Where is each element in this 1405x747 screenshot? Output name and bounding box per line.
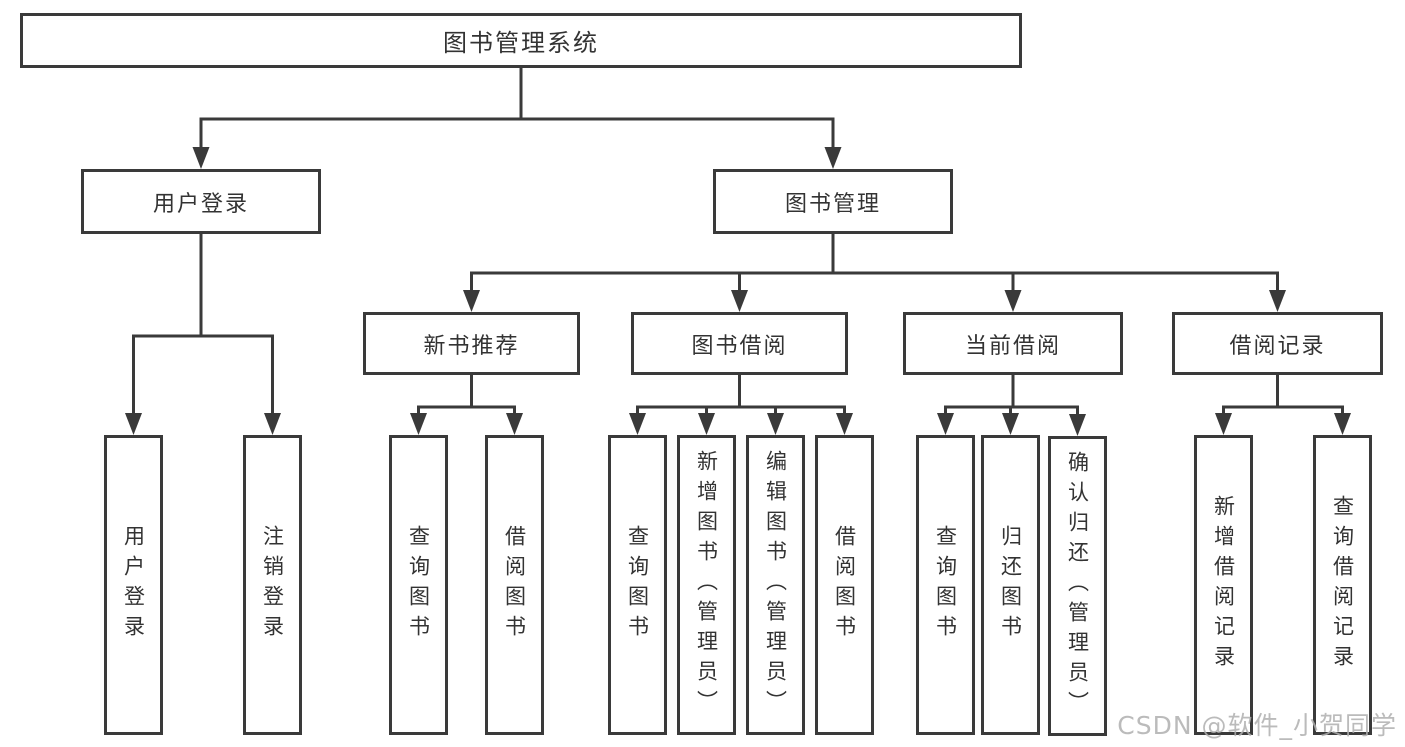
node-label: 归还图书 (998, 525, 1023, 645)
node-book-borrowing: 图书借阅 (631, 312, 848, 375)
connector-line-user-login-module-user-login (132, 234, 203, 415)
arrowhead-icon (767, 413, 784, 435)
connector-line-borrowing-records-add-borrow-record (1222, 375, 1279, 415)
node-label: 图书借阅 (691, 333, 788, 359)
connector-line-book-management-borrowing-records (831, 234, 1279, 292)
node-label: 新增借阅记录 (1211, 495, 1236, 675)
node-label: 图书管理 (784, 191, 881, 217)
arrowhead-icon (410, 413, 427, 435)
connector-line-book-management-book-borrowing (738, 234, 835, 292)
node-current-borrowing: 当前借阅 (903, 312, 1123, 375)
node-confirm-return-admin: 确认归还（管理员） (1048, 436, 1107, 736)
arrowhead-icon (1002, 413, 1019, 435)
node-label: 借阅记录 (1229, 333, 1326, 359)
connector-line-book-borrowing-add-books-admin (705, 375, 741, 415)
connector-line-borrowing-records-query-borrow-record (1276, 375, 1344, 415)
node-query-books-borrow: 查询图书 (608, 435, 667, 735)
connector-line-book-management-new-book-recommend (470, 234, 835, 292)
node-label: 注销登录 (260, 525, 285, 645)
node-add-borrow-record: 新增借阅记录 (1194, 435, 1253, 735)
arrowhead-icon (264, 413, 281, 435)
node-new-book-recommend: 新书推荐 (363, 312, 580, 375)
node-label: 查询借阅记录 (1330, 495, 1355, 675)
arrowhead-icon (629, 413, 646, 435)
connector-line-book-borrowing-query-books-borrow (636, 375, 741, 415)
connector-line-user-login-module-logout (199, 234, 274, 415)
arrowhead-icon (836, 413, 853, 435)
connector-line-book-borrowing-borrow-books (738, 375, 846, 415)
node-return-books: 归还图书 (981, 435, 1040, 735)
arrowhead-icon (506, 413, 523, 435)
connector-line-new-book-recommend-query-books-rec (417, 375, 473, 415)
node-label: 借阅图书 (502, 525, 527, 645)
node-borrow-books-rec: 借阅图书 (485, 435, 544, 735)
connector-line-new-book-recommend-borrow-books-rec (470, 375, 516, 415)
arrowhead-icon (698, 413, 715, 435)
node-book-management: 图书管理 (713, 169, 953, 234)
arrowhead-icon (731, 290, 748, 312)
arrowhead-icon (1269, 290, 1286, 312)
arrowhead-icon (937, 413, 954, 435)
node-label: 编辑图书（管理员） (763, 450, 788, 720)
connector-line-book-borrowing-edit-books-admin (738, 375, 777, 415)
node-label: 新书推荐 (423, 333, 520, 359)
arrowhead-icon (1334, 413, 1351, 435)
node-query-books-rec: 查询图书 (389, 435, 448, 735)
arrowhead-icon (192, 147, 210, 169)
connector-line-current-borrowing-confirm-return-admin (1011, 375, 1079, 416)
node-logout: 注销登录 (243, 435, 302, 735)
node-root: 图书管理系统 (20, 13, 1022, 68)
node-user-login-module: 用户登录 (81, 169, 321, 234)
node-edit-books-admin: 编辑图书（管理员） (746, 435, 805, 735)
arrowhead-icon (1069, 414, 1086, 436)
node-label: 新增图书（管理员） (694, 450, 719, 720)
node-user-login: 用户登录 (104, 435, 163, 735)
arrowhead-icon (1004, 290, 1022, 312)
arrowhead-icon (1215, 413, 1232, 435)
connector-line-root-user-login-module (199, 68, 523, 149)
node-add-books-admin: 新增图书（管理员） (677, 435, 736, 735)
arrowhead-icon (824, 147, 842, 169)
node-label: 用户登录 (121, 525, 146, 645)
node-query-books-current: 查询图书 (916, 435, 975, 735)
connector-line-current-borrowing-query-books-current (944, 375, 1015, 415)
node-label: 查询图书 (625, 525, 650, 645)
node-query-borrow-record: 查询借阅记录 (1313, 435, 1372, 735)
connector-line-book-management-current-borrowing (831, 234, 1015, 292)
node-label: 借阅图书 (832, 525, 857, 645)
node-borrowing-records: 借阅记录 (1172, 312, 1383, 375)
arrowhead-icon (463, 290, 480, 312)
node-label: 确认归还（管理员） (1065, 451, 1090, 721)
node-label: 当前借阅 (964, 333, 1061, 359)
node-label: 用户登录 (152, 191, 249, 217)
node-label: 图书管理系统 (443, 29, 599, 57)
arrowhead-icon (125, 413, 142, 435)
node-label: 查询图书 (406, 525, 431, 645)
node-label: 查询图书 (933, 525, 958, 645)
connector-line-root-book-management (519, 68, 835, 149)
node-borrow-books: 借阅图书 (815, 435, 874, 735)
csdn-watermark: CSDN @软件_小贺同学 (1117, 711, 1397, 740)
